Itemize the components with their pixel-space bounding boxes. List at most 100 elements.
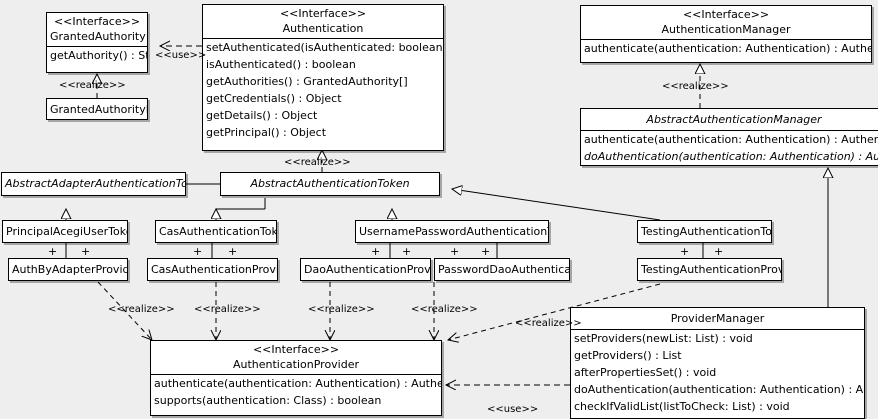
class-cas-authentication-provider[interactable]: CasAuthenticationProvider [147, 258, 278, 281]
stereotype-label: <<Interface>> [279, 7, 367, 20]
class-name: Authentication [282, 22, 364, 35]
operation-row: getProviders() : List [574, 349, 682, 362]
class-abstract-authentication-token[interactable]: AbstractAuthenticationToken [220, 172, 440, 196]
stereotype-label: <<Interface>> [53, 15, 141, 28]
association-plus: + [714, 245, 724, 258]
association-plus: + [402, 245, 412, 258]
class-name: AbstractAuthenticationToken [250, 177, 410, 190]
class-header: AbstractAdapterAuthenticationToken [2, 173, 185, 194]
class-name: GrantedAuthorityImpl [50, 103, 147, 116]
class-granted-authority[interactable]: <<Interface>> GrantedAuthority getAuthor… [46, 12, 148, 73]
association-plus: + [81, 245, 91, 258]
compartment-divider [47, 46, 147, 47]
class-name: CasAuthenticationProvider [151, 263, 277, 276]
class-auth-by-adapter-provider[interactable]: AuthByAdapterProvider [8, 258, 128, 281]
stereotype-label: <<Interface>> [682, 8, 770, 21]
operation-row: doAuthentication(authentication: Authent… [584, 150, 878, 163]
association-plus: + [680, 245, 690, 258]
edge-label-realize-abstract-authentication-token: <<realize>> [284, 157, 351, 168]
operation-row: setProviders(newList: List) : void [574, 332, 753, 345]
class-header: CasAuthenticationProvider [148, 259, 277, 280]
operation-row: getDetails() : Object [206, 109, 318, 122]
operations-compartment: setAuthenticated(isAuthenticated: boolea… [203, 39, 443, 141]
association-plus: + [450, 245, 460, 258]
class-header: <<Interface>> AuthenticationManager [581, 6, 871, 39]
operation-row: afterPropertiesSet() : void [574, 366, 717, 379]
edge-label-realize-dao: <<realize>> [308, 304, 375, 315]
operation-row: checkIfValidList(listToCheck: List) : vo… [574, 400, 790, 413]
operations-compartment: authenticate(authentication: Authenticat… [151, 375, 441, 409]
class-name: PrincipalAcegiUserToken [6, 225, 128, 238]
class-header: AbstractAuthenticationToken [221, 173, 439, 194]
operation-row: authenticate(authentication: Authenticat… [584, 42, 871, 55]
class-name: AbstractAuthenticationManager [646, 113, 822, 126]
class-dao-authentication-provider[interactable]: DaoAuthenticationProvider [300, 258, 431, 281]
operation-row: supports(authentication: Class) : boolea… [154, 394, 382, 407]
class-name: AbstractAdapterAuthenticationToken [5, 177, 185, 190]
class-header: TestingAuthenticationToken [638, 221, 771, 242]
class-principal-acegi-user-token[interactable]: PrincipalAcegiUserToken [2, 220, 128, 243]
class-header: ProviderManager [571, 308, 864, 329]
class-granted-authority-impl[interactable]: GrantedAuthorityImpl [46, 98, 148, 120]
edge-label-realize-password-dao: <<realize>> [411, 304, 478, 315]
operations-compartment: authenticate(authentication: Authenticat… [581, 131, 878, 165]
operations-compartment: authenticate(authentication: Authenticat… [581, 40, 871, 57]
class-name: TestingAuthenticationToken [641, 225, 772, 238]
class-header: PasswordDaoAuthenticationProvider [435, 259, 569, 280]
class-name: CasAuthenticationToken [159, 225, 277, 238]
class-cas-authentication-token[interactable]: CasAuthenticationToken [155, 220, 277, 243]
class-name: TestingAuthenticationProvider [641, 263, 782, 276]
class-header: UsernamePasswordAuthenticationToken [356, 221, 548, 242]
compartment-divider [581, 39, 871, 40]
operation-row: doAuthentication(authentication: Authent… [574, 383, 864, 396]
class-testing-authentication-provider[interactable]: TestingAuthenticationProvider [637, 258, 782, 281]
edge-label-realize-granted-authority-impl: <<realize>> [59, 80, 126, 91]
class-abstract-adapter-authentication-token[interactable]: AbstractAdapterAuthenticationToken [1, 172, 186, 196]
operation-row: authenticate(authentication: Authenticat… [154, 377, 441, 390]
class-testing-authentication-token[interactable]: TestingAuthenticationToken [637, 220, 772, 243]
class-header: AuthByAdapterProvider [9, 259, 127, 280]
class-name: AuthenticationManager [661, 23, 791, 36]
class-name: AuthenticationProvider [232, 358, 360, 371]
edge-label-realize-cas: <<realize>> [194, 304, 261, 315]
edge-label-realize-abstract-authentication-manager: <<realize>> [662, 81, 729, 92]
class-authentication-manager[interactable]: <<Interface>> AuthenticationManager auth… [580, 5, 872, 63]
class-authentication[interactable]: <<Interface>> Authentication setAuthenti… [202, 4, 444, 151]
class-name: UsernamePasswordAuthenticationToken [359, 225, 548, 238]
class-abstract-authentication-manager[interactable]: AbstractAuthenticationManager authentica… [580, 108, 878, 166]
association-plus: + [193, 245, 203, 258]
operation-row: getCredentials() : Object [206, 92, 342, 105]
class-header: DaoAuthenticationProvider [301, 259, 430, 280]
stereotype-label: <<Interface>> [252, 343, 340, 356]
class-header: <<Interface>> Authentication [203, 5, 443, 38]
edge-label-use-granted-authority: <<use>> [155, 50, 207, 61]
class-header: TestingAuthenticationProvider [638, 259, 781, 280]
operation-row: isAuthenticated() : boolean [206, 58, 356, 71]
class-name: AuthByAdapterProvider [12, 263, 128, 276]
edge-label-use-provider-manager: <<use>> [487, 404, 539, 415]
edge-label-realize-testing: <<realize>> [515, 318, 582, 329]
operation-row: getPrincipal() : Object [206, 126, 327, 139]
class-header: CasAuthenticationToken [156, 221, 276, 242]
class-name: DaoAuthenticationProvider [304, 263, 431, 276]
operation-row: getAuthorities() : GrantedAuthority[] [206, 75, 408, 88]
compartment-divider [151, 374, 441, 375]
class-provider-manager[interactable]: ProviderManager setProviders(newList: Li… [570, 307, 865, 419]
association-plus: + [371, 245, 381, 258]
edge-label-realize-auth-by-adapter: <<realize>> [108, 304, 175, 315]
class-header: AbstractAuthenticationManager [581, 109, 878, 130]
class-name: ProviderManager [670, 312, 765, 325]
class-name: PasswordDaoAuthenticationProvider [438, 263, 569, 276]
operations-compartment: setProviders(newList: List) : void getPr… [571, 330, 864, 415]
class-name: GrantedAuthority [50, 30, 146, 43]
operation-row: setAuthenticated(isAuthenticated: boolea… [206, 41, 444, 54]
class-authentication-provider[interactable]: <<Interface>> AuthenticationProvider aut… [150, 340, 442, 416]
operations-compartment: getAuthority() : String [47, 47, 147, 64]
class-username-password-authentication-token[interactable]: UsernamePasswordAuthenticationToken [355, 220, 549, 243]
association-plus: + [48, 245, 58, 258]
class-header: GrantedAuthorityImpl [47, 99, 147, 119]
class-header: <<Interface>> GrantedAuthority [47, 13, 147, 46]
class-header: <<Interface>> AuthenticationProvider [151, 341, 441, 374]
class-password-dao-authentication-provider[interactable]: PasswordDaoAuthenticationProvider [434, 258, 570, 281]
